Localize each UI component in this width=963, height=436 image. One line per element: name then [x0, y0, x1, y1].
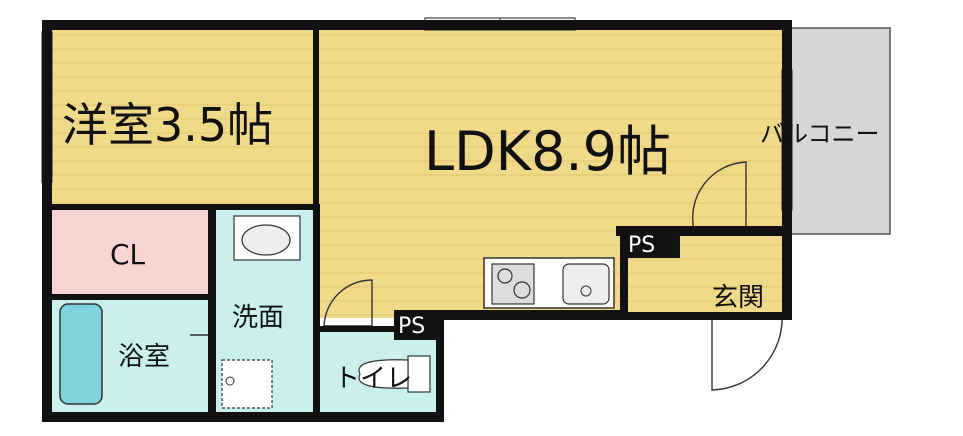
- bathtub-icon: [59, 303, 103, 405]
- washing-machine-icon: [221, 359, 273, 409]
- western-room-label: 洋室3.5帖: [62, 98, 273, 152]
- ps-lower-label: PS: [398, 314, 425, 339]
- ldk-label: LDK8.9帖: [424, 120, 671, 183]
- closet-label: CL: [110, 238, 146, 271]
- washroom-label: 洗面: [232, 303, 284, 333]
- ps-lower-box: [394, 310, 444, 340]
- toilet-label: トイレ: [334, 364, 412, 394]
- balcony-label: バルコニー: [760, 120, 880, 148]
- western-room-floor: [48, 28, 318, 208]
- wash-basin-icon: [233, 215, 301, 261]
- ps-upper-box: [622, 226, 680, 258]
- walls: [42, 20, 792, 422]
- door-swings: [190, 161, 783, 391]
- balcony-floor: [789, 27, 891, 235]
- closet-floor: [50, 210, 210, 298]
- entrance-label: 玄関: [712, 283, 764, 313]
- sink-icon: [562, 263, 610, 305]
- bathroom-label: 浴室: [118, 342, 170, 372]
- toilet-icon: [358, 355, 431, 393]
- kitchen-counter: [483, 257, 615, 309]
- ps-upper-label: PS: [628, 233, 655, 258]
